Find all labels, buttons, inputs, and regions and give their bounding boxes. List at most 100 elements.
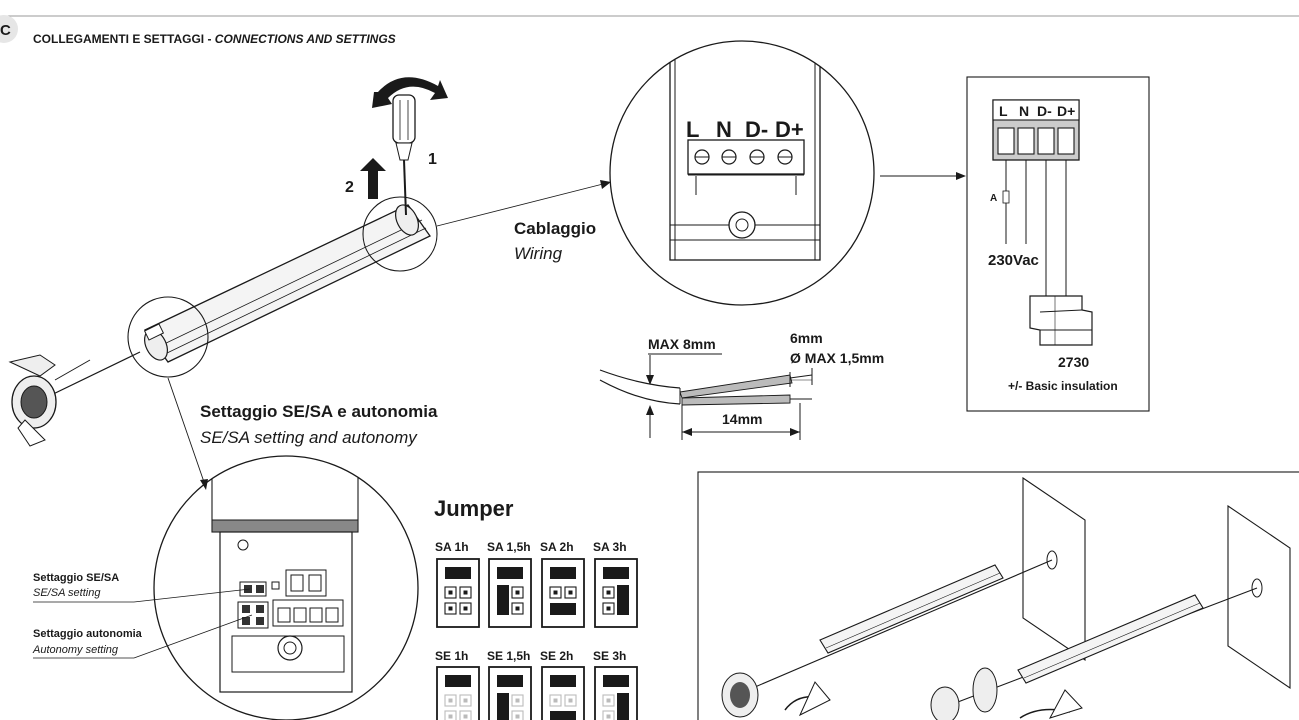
jumper-block <box>436 558 480 628</box>
step-label-2: 2 <box>345 179 354 196</box>
jumper-pin-dot <box>463 714 468 719</box>
cable-total-length: 14mm <box>722 411 762 427</box>
wiring-label-it: Cablaggio <box>514 219 596 238</box>
section-title-en: CONNECTIONS AND SETTINGS <box>215 32 396 46</box>
jumper-pin-dot <box>606 606 611 611</box>
installation-box <box>697 471 1299 720</box>
jumper-pin-dot <box>515 590 520 595</box>
panel-terminal-label: L <box>999 103 1008 119</box>
jumper-cap <box>550 567 576 579</box>
jumper-label: SA 2h <box>540 540 574 554</box>
jumper-title: Jumper <box>434 496 514 521</box>
jumper-pin-dot <box>448 590 453 595</box>
jumper-frame <box>594 666 638 720</box>
jumper-cap <box>497 693 509 720</box>
jumper-cap <box>617 693 629 720</box>
terminal-block-label-strip <box>992 99 1080 121</box>
terminal-slots <box>997 127 1075 155</box>
setting-zoom <box>153 455 419 720</box>
panel-terminal-label: D+ <box>1057 103 1075 119</box>
jumper-block <box>541 666 585 720</box>
jumper-pin-dot <box>515 714 520 719</box>
terminal-screws <box>694 149 793 165</box>
jumper-cap <box>497 585 509 615</box>
jumper-pin-dot <box>448 714 453 719</box>
section-letter: C <box>0 22 11 39</box>
jumper-pin-dot <box>606 590 611 595</box>
jumper-block <box>594 558 638 628</box>
setting-label-en: SE/SA setting and autonomy <box>200 428 418 447</box>
mounting-rod <box>44 351 141 399</box>
jumper-cap <box>603 675 629 687</box>
zoom-ring-wiring <box>362 196 438 272</box>
jumper-pin-dot <box>553 590 558 595</box>
jumper-frame <box>488 666 532 720</box>
jumper-cap <box>550 711 576 720</box>
supply-voltage: 230Vac <box>988 252 1039 269</box>
jumper-label: SA 3h <box>593 540 627 554</box>
jumper-label: SA 1h <box>435 540 469 554</box>
jumper-pin-dot <box>568 698 573 703</box>
setting-leader <box>167 377 205 483</box>
rotate-arrow-icon <box>372 77 448 108</box>
section-title-it: COLLEGAMENTI E SETTAGGI - <box>33 32 215 46</box>
installation-illustration <box>721 476 1291 720</box>
jumper-label: SA 1,5h <box>487 540 531 554</box>
callout-autonomy-it: Settaggio autonomia <box>33 628 143 640</box>
jumper-label: SE 1h <box>435 649 468 663</box>
jumper-cap <box>550 675 576 687</box>
jumper-block <box>436 666 480 720</box>
jumper-block <box>594 666 638 720</box>
screwdriver-icon <box>392 94 416 216</box>
callout-sesa-leader <box>133 588 251 603</box>
cable-drawing <box>599 353 813 440</box>
terminal-label: L <box>686 117 699 142</box>
jumper-label: SE 2h <box>540 649 573 663</box>
zoom-ring-setting <box>127 296 209 378</box>
cable-max-outer: MAX 8mm <box>648 336 716 352</box>
panel-leader-arrow <box>956 172 966 180</box>
jumper-cap <box>550 603 576 615</box>
jumper-pin-dot <box>448 698 453 703</box>
jumper-pin-dot <box>463 698 468 703</box>
cable-strip-length: 6mm <box>790 330 823 346</box>
jumper-pin-dot <box>606 714 611 719</box>
jumper-cap <box>497 675 523 687</box>
callout-sesa-en: SE/SA setting <box>33 587 101 599</box>
jumper-block <box>488 558 532 628</box>
device-module-icon <box>1029 295 1093 346</box>
callout-autonomy-leader <box>133 614 253 659</box>
callout-autonomy-en: Autonomy setting <box>32 644 119 656</box>
step-label-1: 1 <box>428 151 437 168</box>
jumper-block <box>488 666 532 720</box>
jumper-pin-dot <box>568 590 573 595</box>
device-code: 2730 <box>1058 354 1089 370</box>
wiring-label-en: Wiring <box>514 244 563 263</box>
section-title: COLLEGAMENTI E SETTAGGI - CONNECTIONS AN… <box>33 32 396 46</box>
sensor-head <box>8 354 91 447</box>
up-arrow-icon <box>360 158 386 199</box>
callout-sesa-it: Settaggio SE/SA <box>33 572 119 584</box>
jumper-pin-dot <box>463 606 468 611</box>
jumper-pin-dot <box>606 698 611 703</box>
luminaire-body <box>143 204 431 363</box>
setting-label-it: Settaggio SE/SA e autonomia <box>200 402 438 421</box>
panel-terminal-label: N <box>1019 103 1029 119</box>
jumper-pin-dot <box>463 590 468 595</box>
jumper-pin-dot <box>515 698 520 703</box>
terminal-zoom <box>609 40 875 306</box>
section-badge <box>0 15 18 43</box>
terminal-label: D+ <box>775 117 804 142</box>
jumper-label: SE 1,5h <box>487 649 530 663</box>
jumper-pin-dot <box>553 698 558 703</box>
panel-terminal-label: D- <box>1037 103 1052 119</box>
fuse-label: A <box>990 193 997 204</box>
jumper-cap <box>603 567 629 579</box>
jumper-cap <box>445 675 471 687</box>
wiring-leader <box>436 183 604 227</box>
wiring-leader-arrow <box>600 180 611 189</box>
